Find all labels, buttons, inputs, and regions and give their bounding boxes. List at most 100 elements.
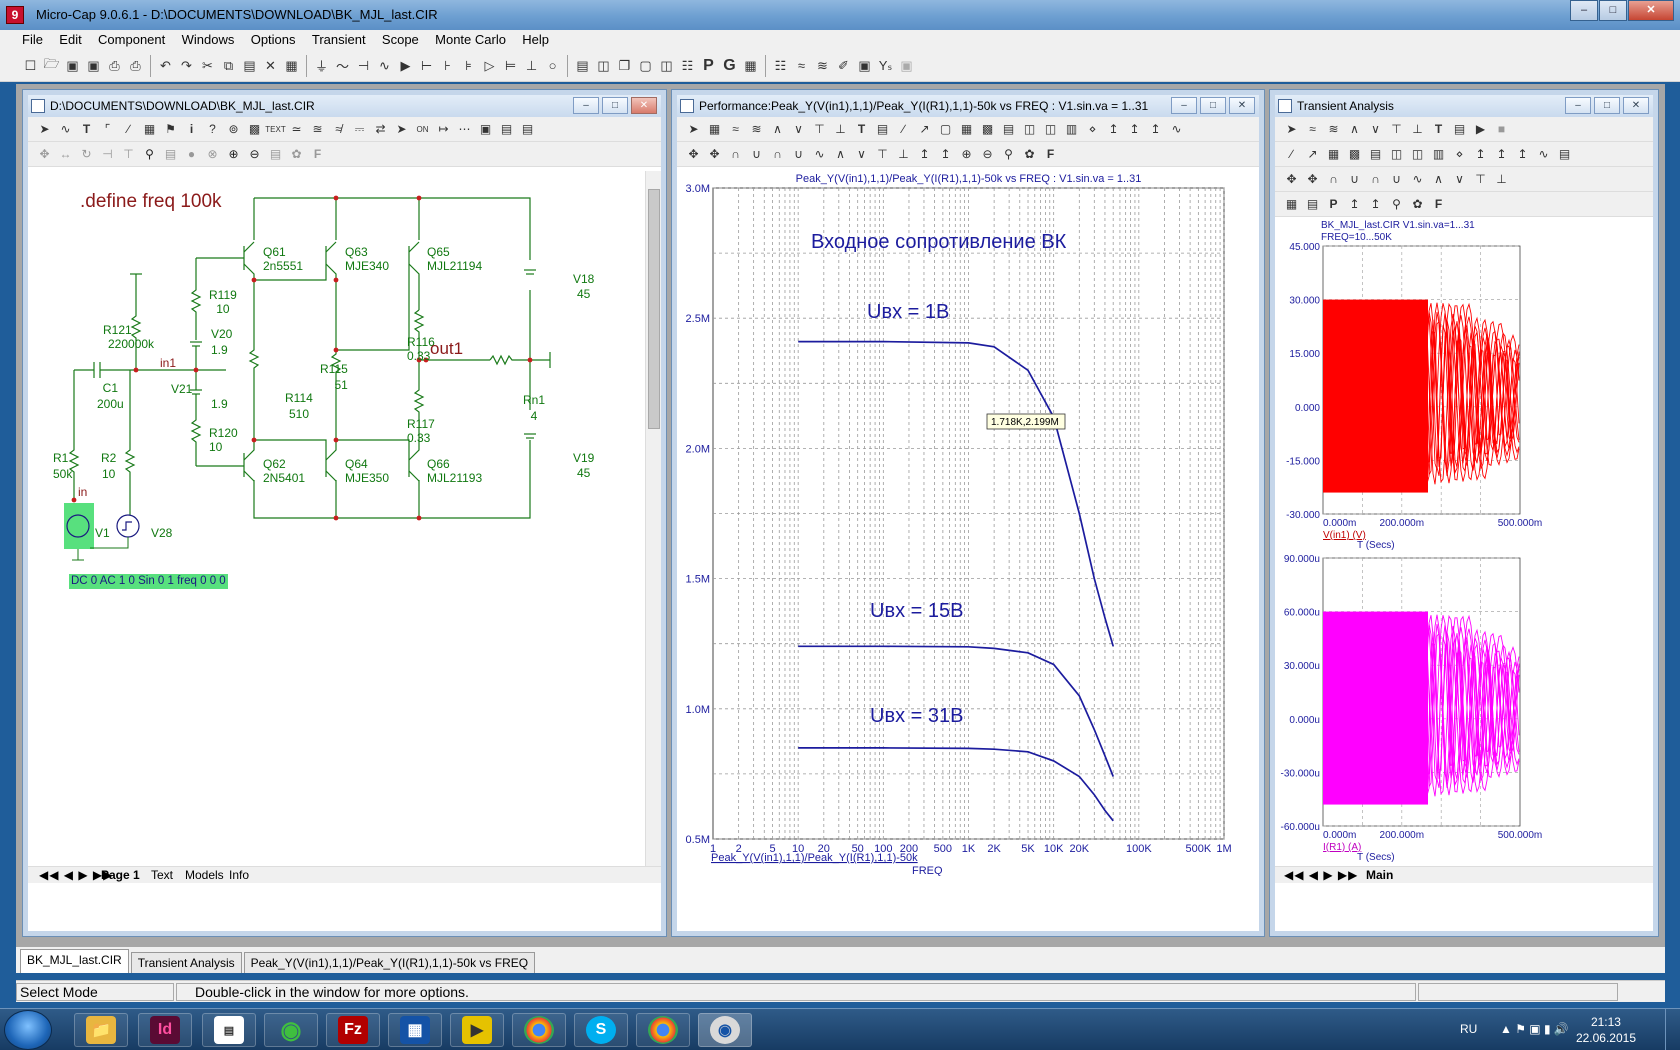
font-icon[interactable]: F [313, 147, 322, 161]
node-in-label[interactable]: in [78, 485, 88, 499]
peak-icon[interactable]: ∩ [731, 147, 740, 161]
maximize-button[interactable]: □ [1599, 0, 1627, 21]
npn-icon[interactable]: ⊢ [420, 57, 433, 73]
t-valley-icon[interactable]: ∨ [1371, 122, 1380, 136]
v21-label[interactable]: V21 [171, 382, 193, 396]
menu-transient[interactable]: Transient [311, 32, 366, 47]
g-icon[interactable]: G [723, 56, 736, 74]
plot-previous-icon[interactable]: ↥ [1150, 122, 1161, 136]
copy-icon[interactable]: ⧉ [223, 57, 234, 73]
plot-grid-icon[interactable]: ▦ [960, 122, 973, 136]
on-icon[interactable]: ON [416, 124, 429, 134]
opamp-icon[interactable]: ▷ [484, 57, 495, 73]
plot-wave2-icon[interactable]: ∿ [1171, 122, 1182, 136]
pmos-icon[interactable]: ⊧ [465, 57, 472, 73]
t-properties-icon[interactable]: ▤ [1453, 122, 1466, 136]
t-wave-icon[interactable]: ≋ [1328, 122, 1339, 136]
t-valley2-icon[interactable]: ∪ [1350, 172, 1359, 186]
window-icon[interactable]: ▢ [639, 57, 652, 73]
plot-scale-icon[interactable]: ≈ [732, 122, 739, 136]
flip-y-icon[interactable]: ⊤ [123, 147, 134, 161]
stop-icon[interactable]: ● [187, 147, 196, 161]
t-table-icon[interactable]: ◫ [1411, 147, 1424, 161]
plot-tokens-icon[interactable]: ▥ [1065, 122, 1078, 136]
taskbar-indesign[interactable]: Id [138, 1013, 192, 1047]
taskbar-skype[interactable]: S [574, 1013, 628, 1047]
plot-cursor-icon[interactable]: ⋄ [1088, 122, 1097, 136]
tile-horizontal-icon[interactable]: ▤ [576, 57, 589, 73]
t-line-icon[interactable]: ∕ [1290, 147, 1293, 161]
plot-low-icon[interactable]: ⊥ [835, 122, 846, 136]
page-tab-text[interactable]: Text [151, 868, 174, 882]
taskbar-chrome[interactable] [512, 1013, 566, 1047]
switch-icon[interactable]: ⊥ [525, 57, 538, 73]
menu-file[interactable]: File [22, 32, 43, 47]
bottom-icon[interactable]: ⊥ [898, 147, 909, 161]
stop-run-icon[interactable]: ■ [1497, 122, 1506, 136]
menu-monte-carlo[interactable]: Monte Carlo [435, 32, 506, 47]
minimize-button[interactable]: – [1570, 0, 1598, 21]
plot-high-icon[interactable]: ⊤ [814, 122, 825, 136]
t-minor-grid-icon[interactable]: ▩ [1348, 147, 1361, 161]
components-icon[interactable]: ☷ [774, 57, 787, 73]
flag-icon[interactable]: ⚑ [165, 122, 176, 136]
t-glow-icon[interactable]: ∨ [1455, 172, 1464, 186]
menu-windows[interactable]: Windows [181, 32, 235, 47]
page-tab-models[interactable]: Models [185, 868, 224, 882]
t-low2-icon[interactable]: ∪ [1392, 172, 1401, 186]
zoom-in-icon[interactable]: ⊕ [228, 147, 239, 161]
save-icon[interactable]: ▣ [66, 57, 79, 73]
flip-x-icon[interactable]: ⊣ [102, 147, 113, 161]
taskbar-blue-app[interactable]: ▦ [388, 1013, 442, 1047]
t-pointer-icon[interactable]: ➤ [1286, 122, 1297, 136]
cascade-icon[interactable]: ❐ [618, 57, 631, 73]
scope-icon[interactable]: ▣ [858, 57, 871, 73]
zoom-out-plot-icon[interactable]: ⊖ [982, 147, 993, 161]
title-block-icon[interactable]: ▤ [500, 122, 513, 136]
tray-icons[interactable]: ▲ ⚑ ▣ ▮ 🔊 [1500, 1022, 1569, 1036]
plot-font-icon[interactable]: F [1046, 147, 1055, 161]
plot-minor-grid-icon[interactable]: ▩ [981, 122, 994, 136]
t-high-icon[interactable]: ⊤ [1391, 122, 1402, 136]
schematic-close-button[interactable]: ✕ [631, 97, 657, 114]
transient-close-button[interactable]: ✕ [1623, 97, 1649, 114]
t-tokens-icon[interactable]: ▥ [1432, 147, 1445, 161]
start-button[interactable] [4, 1010, 52, 1050]
taskbar-microcap[interactable]: ◉ [698, 1013, 752, 1047]
help-icon[interactable]: ? [209, 122, 216, 136]
t-cursor-icon[interactable]: ⋄ [1455, 147, 1464, 161]
new-file-icon[interactable]: ☐ [24, 57, 37, 73]
t-column-icon[interactable]: ◫ [1390, 147, 1403, 161]
probe-icon[interactable]: ✐ [838, 57, 849, 73]
wave-icon[interactable]: ≈ [797, 58, 806, 73]
taskbar-green-app[interactable]: ◉ [264, 1013, 318, 1047]
t-low-icon[interactable]: ⊥ [1412, 122, 1423, 136]
plot-properties-icon[interactable]: ▤ [876, 122, 889, 136]
t-ghigh-icon[interactable]: ∧ [1434, 172, 1443, 186]
transient-hscrollbar[interactable] [1275, 866, 1653, 883]
t-scale-icon[interactable]: ≈ [1309, 122, 1316, 136]
menu-help[interactable]: Help [522, 32, 550, 47]
page-tab-info[interactable]: Info [229, 868, 250, 882]
plot-color-icon[interactable]: ✿ [1024, 147, 1035, 161]
plot-peak-icon[interactable]: ∧ [773, 122, 782, 136]
wire-mode-icon[interactable]: ∿ [60, 122, 71, 136]
powers-icon[interactable]: ⎓ [354, 121, 365, 136]
cursor-right-icon[interactable]: ✥ [709, 147, 720, 161]
t-p-icon[interactable]: P [1329, 197, 1338, 211]
t-inflect-icon[interactable]: ∿ [1412, 172, 1423, 186]
transient-tab-nav[interactable]: ◀◀ ◀ ▶ ▶▶ [1284, 868, 1359, 882]
t-grid-icon[interactable]: ▦ [1327, 147, 1340, 161]
schematic-maximize-button[interactable]: □ [602, 97, 628, 114]
